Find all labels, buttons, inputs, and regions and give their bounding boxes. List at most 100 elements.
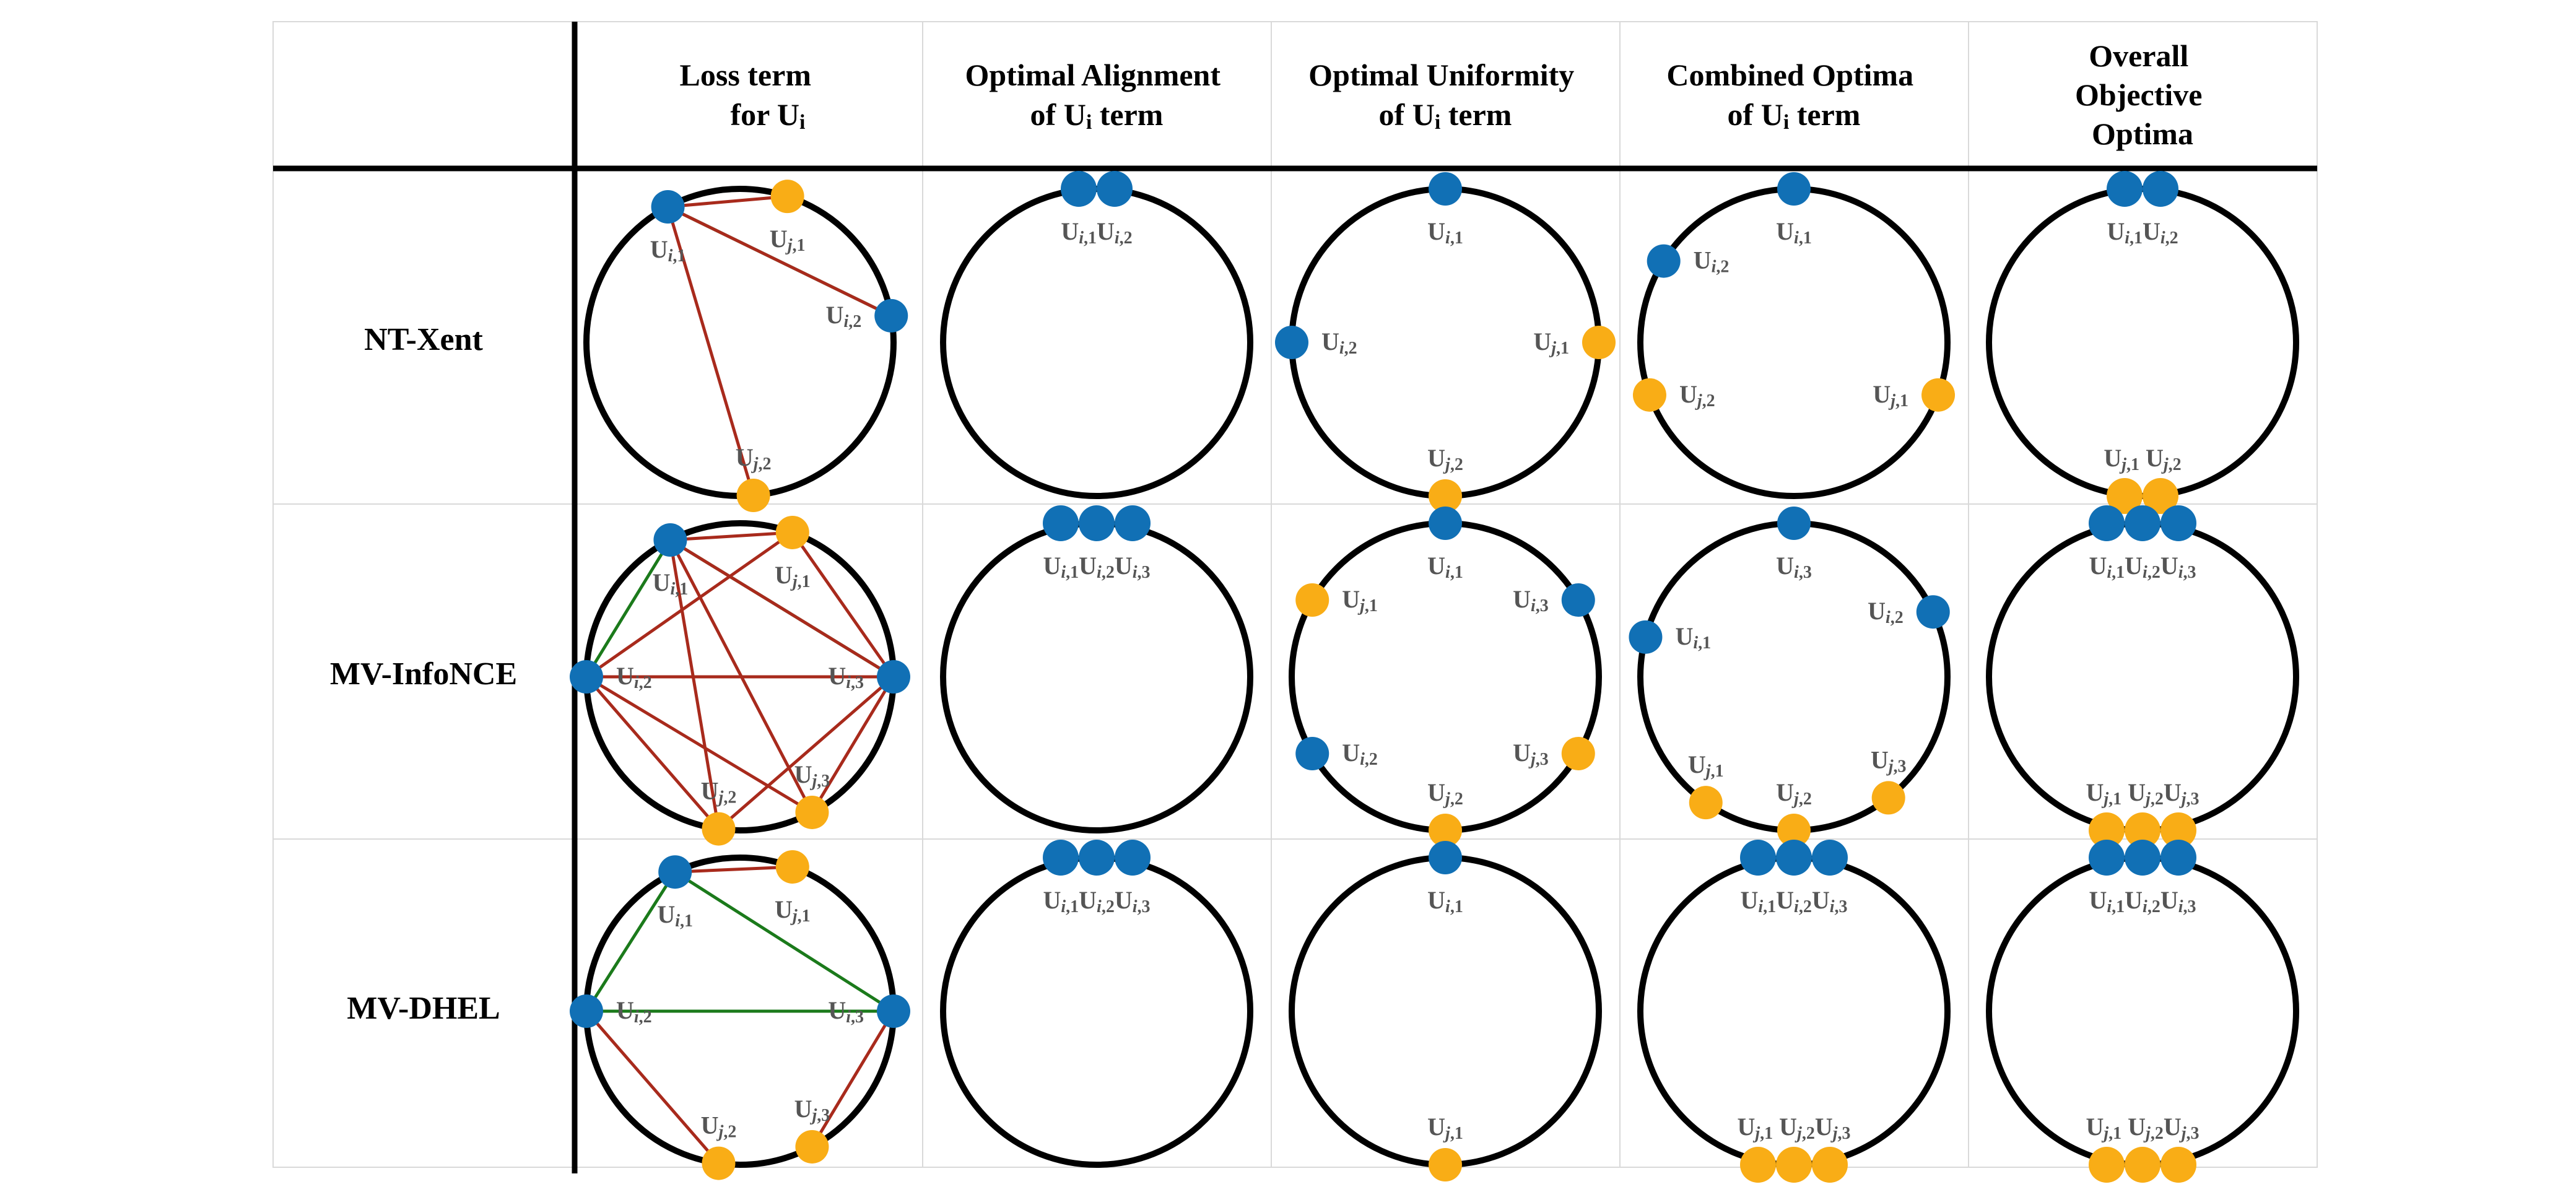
positive-pair-line [585, 871, 677, 1012]
cluster-label: Ui,1Ui,2Ui,3 [1043, 886, 1150, 916]
embedding-point-i [1629, 620, 1663, 654]
embedding-point-i [1097, 171, 1133, 207]
embedding-point-i [1429, 841, 1462, 874]
embedding-point-j [1429, 479, 1462, 513]
embedding-point-j [770, 180, 804, 214]
point-label: Ui,3 [1513, 585, 1549, 616]
embedding-point-j [1632, 378, 1666, 412]
embedding-point-i [570, 660, 603, 694]
cluster-label: Ui,1Ui,2 [2107, 217, 2178, 248]
cell-r1-c1: Ui,1 Uj,1Ui,2Uj,2 [583, 180, 908, 513]
embedding-point-i [1812, 840, 1848, 876]
embedding-point-j [1777, 814, 1811, 847]
point-label: Uj,2 [736, 443, 772, 474]
embedding-point-j [2107, 478, 2143, 514]
point-label: Ui,3 [1776, 552, 1812, 582]
embedding-point-j [736, 479, 770, 513]
point-label: Uj,3 [1871, 746, 1907, 776]
negative-pair-line [670, 531, 793, 542]
point-label: Uj,3 [1513, 739, 1549, 769]
cell-r2-c4: Ui,3Ui,1Ui,2Uj,1Uj,2Uj,3 [1629, 507, 1951, 847]
negative-pair-line [585, 1010, 720, 1165]
cell-r3-c4: Ui,1Ui,2Ui,3Uj,1 Uj,2Uj,3 [1637, 840, 1951, 1183]
embedding-point-i [2089, 505, 2125, 541]
positive-pair-line [674, 871, 895, 1013]
cluster-label: Ui,1Ui,2Ui,3 [1043, 552, 1150, 582]
embedding-point-i [1776, 840, 1812, 876]
embedding-point-i [651, 190, 685, 224]
point-label: Ui,1 [653, 568, 689, 599]
embedding-point-i [1295, 737, 1329, 770]
embedding-point-i [2160, 505, 2196, 541]
negative-pair-line [667, 205, 892, 318]
negative-pair-line [668, 539, 720, 829]
negative-pair-line [585, 675, 813, 814]
cluster-label: Uj,1 Uj,2Uj,3 [2086, 778, 2199, 809]
embedding-point-j [1740, 1147, 1776, 1183]
embedding-point-j [1561, 737, 1595, 770]
embedding-point-j [1689, 786, 1723, 820]
embedding-point-i [2089, 840, 2125, 876]
negative-pair-line [585, 531, 794, 679]
embedding-point-j [775, 515, 809, 549]
point-label: Uj,1 [770, 225, 806, 255]
point-label: Uj,2 [1427, 444, 1463, 474]
header-optimal-uniformity: Optimal Uniformity of Ui term [1308, 58, 1582, 134]
embedding-point-j [1812, 1147, 1848, 1183]
cell-r2-c3: Ui,1Ui,3Ui,2Uj,1Uj,3Uj,2 [1289, 507, 1602, 847]
point-label: Uj,3 [794, 1095, 830, 1125]
negative-pair-line [666, 206, 755, 496]
table-outer-border [272, 21, 2318, 1168]
embedding-point-j [775, 850, 809, 884]
point-label: Ui,1 [650, 235, 686, 266]
point-label: Uj,1 [1342, 585, 1378, 616]
embedding-point-j [1429, 814, 1462, 847]
point-label: Ui,2 [826, 301, 862, 331]
embedding-point-j [2089, 812, 2125, 848]
embedding-point-i [877, 660, 910, 694]
point-label: Uj,1 [1427, 1113, 1463, 1143]
embedding-point-i [1043, 840, 1079, 876]
negative-pair-line [811, 676, 895, 814]
header-optimal-alignment: Optimal Alignment of Ui term [965, 58, 1228, 134]
embedding-point-i [2125, 505, 2160, 541]
embedding-point-i [658, 855, 692, 889]
embedding-point-i [1079, 505, 1115, 541]
point-label: Uj,2 [701, 777, 737, 807]
embedding-point-i [1777, 172, 1811, 206]
row-label-nt-xent: NT-Xent [364, 322, 483, 357]
negative-pair-line [675, 865, 793, 874]
embedding-point-j [2143, 478, 2178, 514]
point-label: Uj,2 [1427, 778, 1463, 809]
embedding-point-i [1429, 507, 1462, 540]
embedding-point-i [2125, 840, 2160, 876]
embedding-point-i [1647, 244, 1681, 278]
embedding-point-i [1043, 505, 1079, 541]
embedding-point-i [877, 994, 910, 1028]
row-label-mv-infonce: MV-InfoNCE [330, 656, 517, 692]
cell-r3-c5: Ui,1Ui,2Ui,3Uj,1 Uj,2Uj,3 [1986, 840, 2299, 1183]
embedding-point-i [1429, 172, 1462, 206]
cluster-label: Uj,1 Uj,2Uj,3 [1737, 1113, 1850, 1143]
point-label: Uj,1 [1688, 750, 1724, 781]
cell-r3-c3: Ui,1Uj,1 [1289, 841, 1602, 1181]
embedding-point-i [1777, 507, 1811, 540]
embedding-point-j [2160, 1147, 2196, 1183]
point-label: Ui,2 [616, 662, 652, 692]
embedding-point-i [2160, 840, 2196, 876]
embedding-point-j [2089, 1147, 2125, 1183]
cluster-label: Uj,1 Uj,2 [2104, 444, 2181, 474]
embedding-point-j [1295, 583, 1329, 617]
negative-pair-line [585, 676, 720, 830]
embedding-point-i [2107, 171, 2143, 207]
embedding-point-i [570, 994, 603, 1028]
embedding-point-j [1429, 1148, 1462, 1181]
embedding-point-i [1916, 595, 1950, 629]
negative-pair-line [811, 1010, 895, 1148]
embedding-point-i [874, 298, 908, 333]
embedding-point-i [1115, 840, 1151, 876]
cell-r3-c2: Ui,1Ui,2Ui,3 [940, 840, 1253, 1168]
